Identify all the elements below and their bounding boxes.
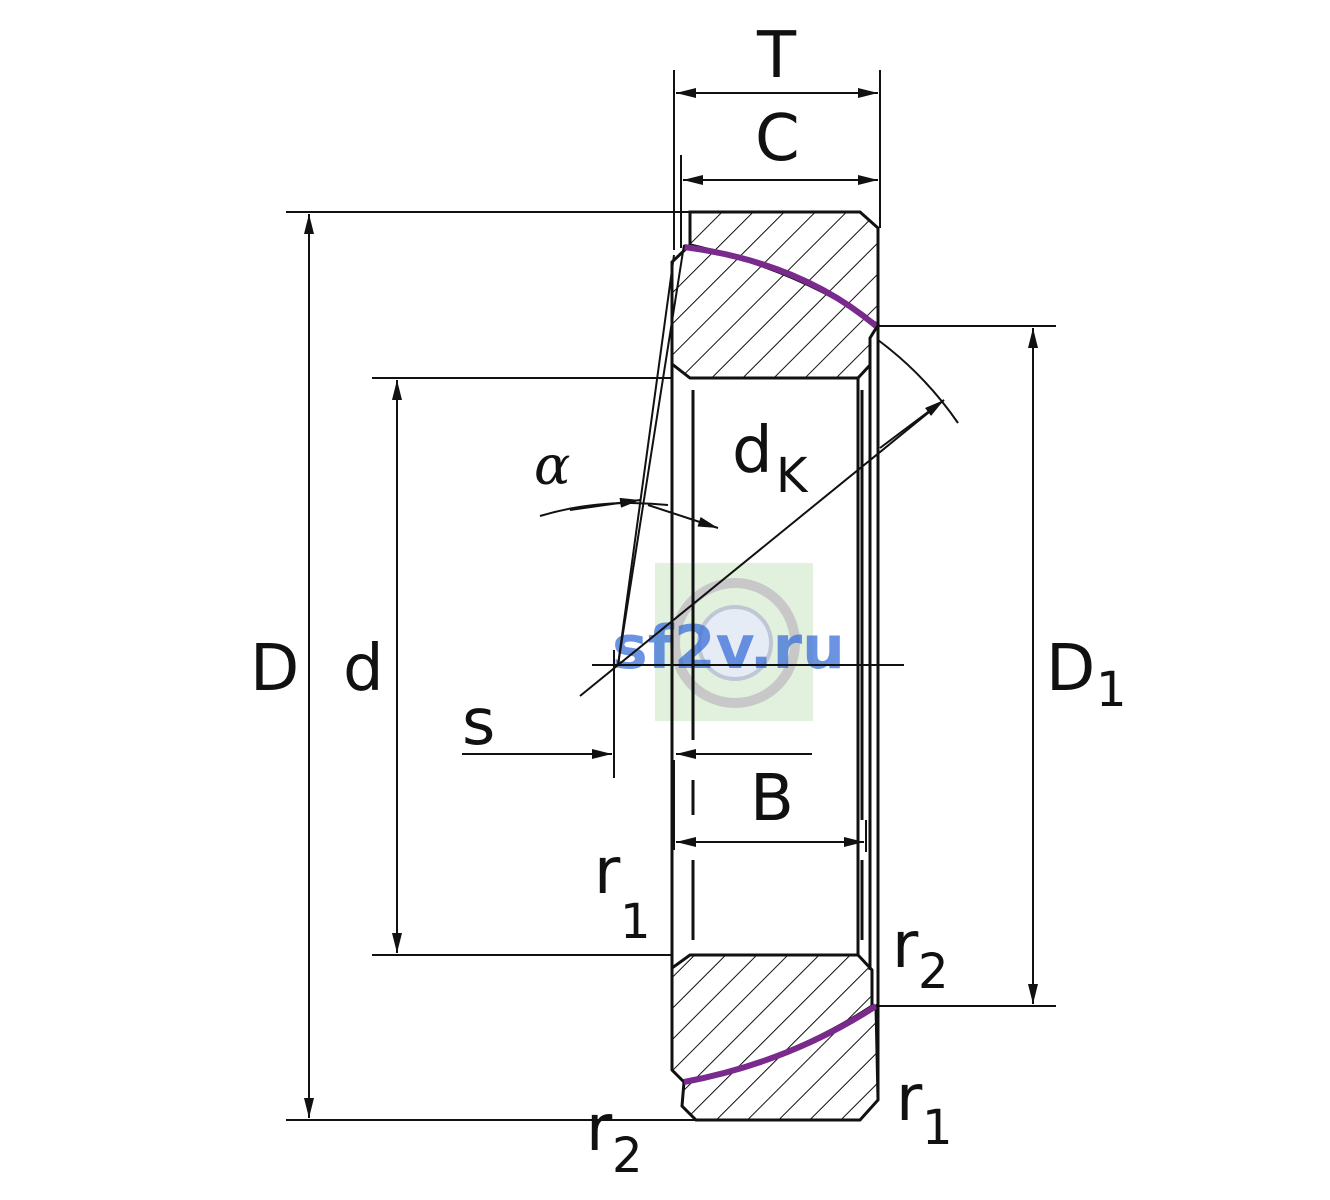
label-B: B: [750, 762, 794, 836]
seal-top: [683, 244, 878, 329]
label-r2-bottom: r: [586, 1092, 613, 1166]
seal-bottom: [683, 1003, 878, 1085]
label-d: d: [343, 632, 384, 706]
label-r2-bottom-sub: 2: [612, 1128, 643, 1184]
label-r2-right: r: [892, 909, 919, 983]
watermark-bearing-icon: [670, 578, 800, 708]
contact-angle-lines: [539, 244, 959, 697]
dimension-lines: [304, 88, 1038, 1118]
label-r1-left-sub: 1: [620, 894, 651, 950]
label-s: s: [462, 686, 495, 760]
label-r1-bottom-sub: 1: [922, 1100, 953, 1156]
label-D: D: [250, 632, 299, 706]
label-r2-right-sub: 2: [918, 944, 949, 1000]
dim-alpha-2: [647, 504, 719, 529]
watermark: sf2v.ru: [612, 563, 845, 721]
label-C: C: [755, 102, 800, 176]
label-dK-sub: K: [776, 448, 809, 504]
label-D1-sub: 1: [1096, 662, 1127, 718]
dim-alpha-1: [569, 497, 641, 511]
label-dK: d: [732, 414, 773, 488]
labels: T C D d D 1 d K α s B r 1 r 2 r 1 r 2: [250, 19, 1127, 1184]
watermark-text: sf2v.ru: [612, 613, 845, 683]
extension-lines: [286, 70, 1056, 1121]
label-D1: D: [1046, 632, 1095, 706]
label-r1-bottom: r: [896, 1062, 923, 1136]
label-r1-left: r: [594, 835, 621, 909]
dim-dK: [879, 399, 945, 449]
label-alpha: α: [534, 434, 570, 497]
label-T: T: [756, 19, 797, 93]
